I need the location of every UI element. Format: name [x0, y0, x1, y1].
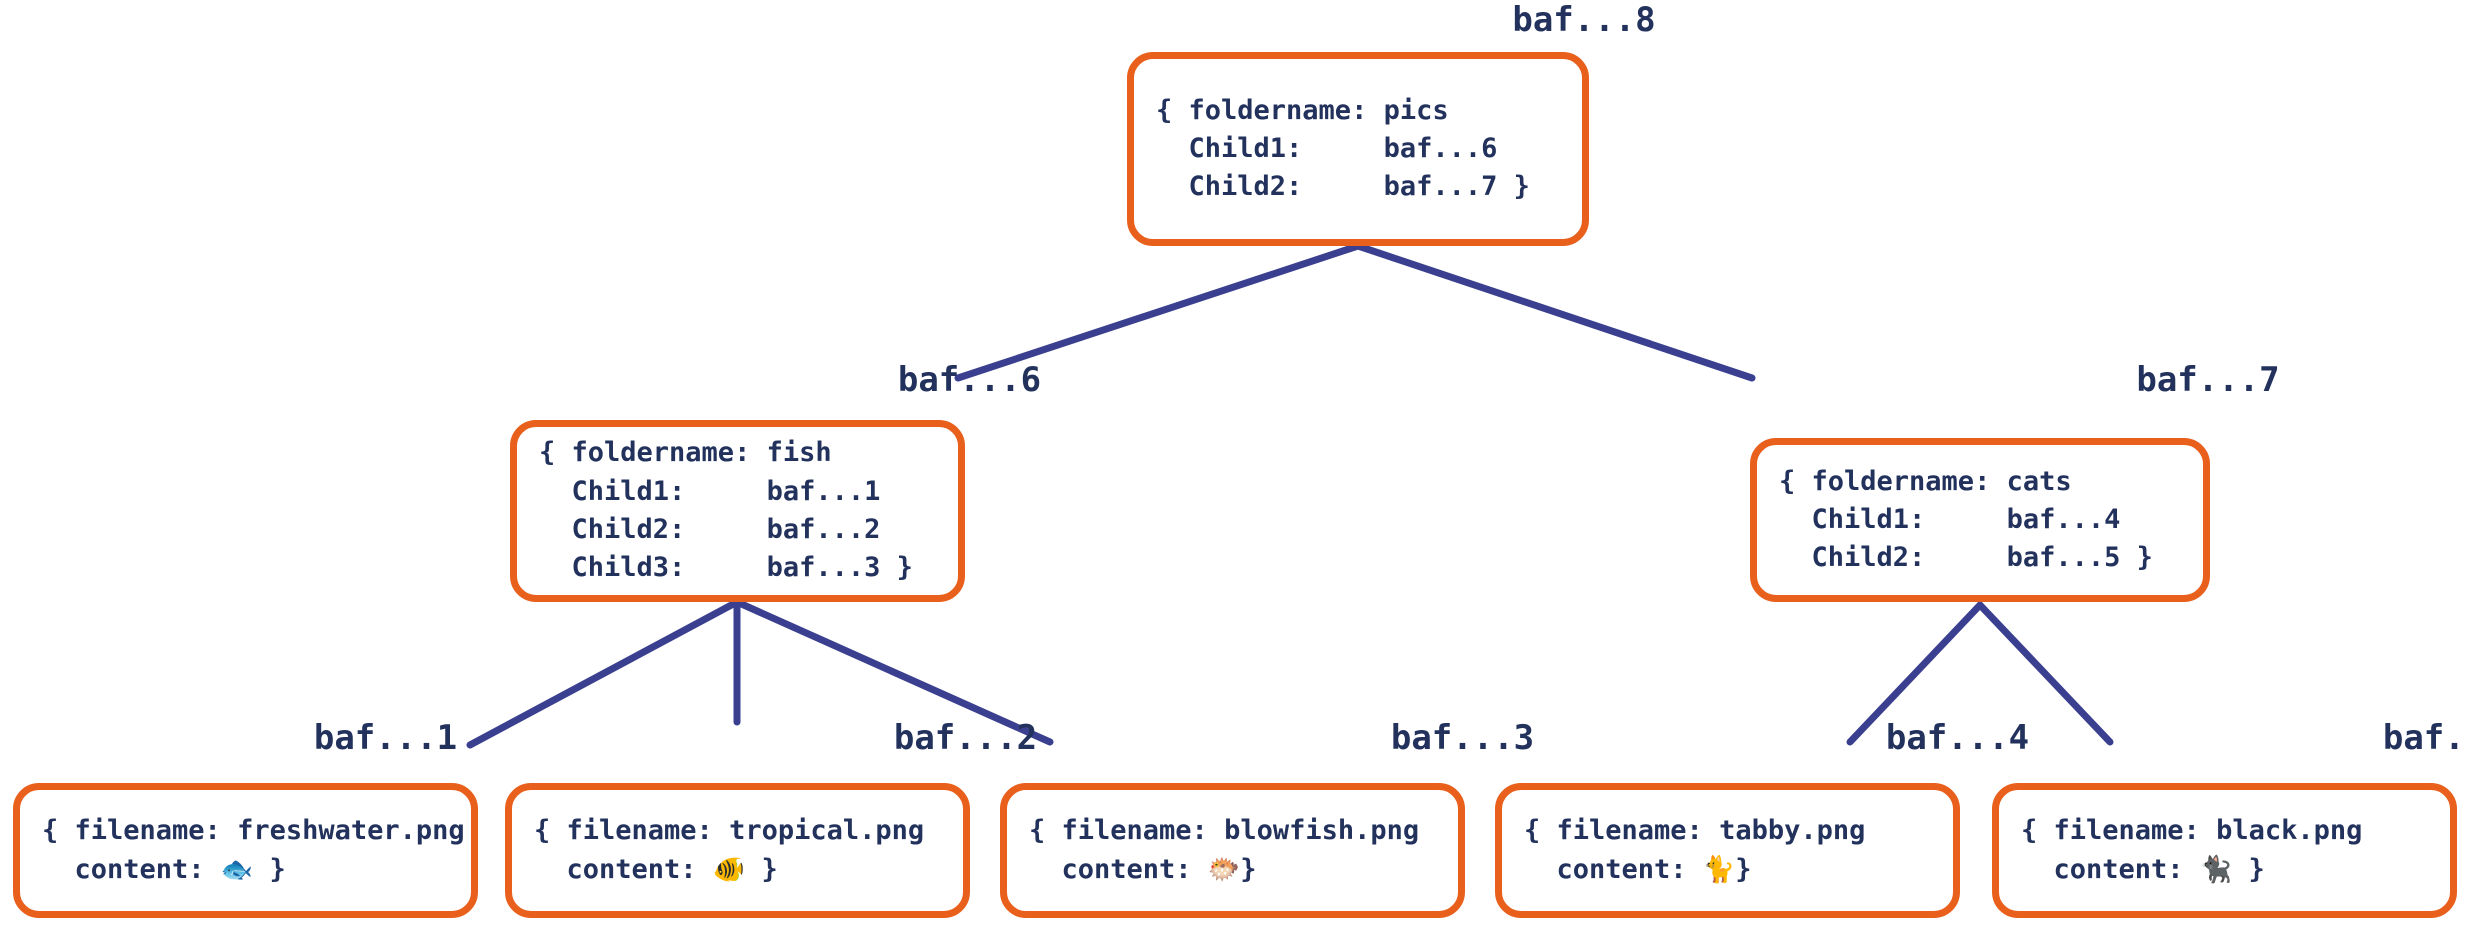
freshwater-filename-line: { filename: freshwater.png [42, 815, 465, 847]
node-file-black[interactable]: baf...5 { filename: black.png content: 🐈… [1992, 718, 2469, 928]
blowfish-filename-line: { filename: blowfish.png [1029, 815, 1420, 847]
blowfish-content-suffix: } [1240, 853, 1257, 885]
node-file-tabby[interactable]: baf...4 { filename: tabby.png content: 🐈… [1495, 718, 2029, 928]
node-file-blowfish[interactable]: baf...3 { filename: blowfish.png content… [1000, 718, 1534, 928]
blowfish-emoji: 🐡 [1207, 854, 1241, 885]
node-label-tropical: baf...2 [893, 718, 1038, 758]
node-label-fish: baf...6 [897, 360, 1042, 400]
node-label-tabby: baf...4 [1885, 718, 2030, 758]
blowfish-content-prefix: content: [1029, 853, 1208, 885]
node-label-cats: baf...7 [2136, 360, 2280, 400]
node-box-black[interactable]: { filename: black.png content: 🐈‍⬛ } [1992, 783, 2457, 918]
node-content-tropical: { filename: tropical.png content: 🐠 } [512, 812, 924, 889]
tropical-fish-emoji: 🐠 [712, 854, 746, 885]
node-content-blowfish: { filename: blowfish.png content: 🐡} [1007, 812, 1419, 889]
cats-line-1: { foldername: cats [1779, 465, 2072, 497]
node-folder-fish[interactable]: baf...6 { foldername: fish Child1: baf..… [510, 360, 1041, 606]
node-label-freshwater: baf...1 [313, 718, 458, 758]
root-line-1: { foldername: pics [1156, 94, 1449, 126]
node-content-fish: { foldername: fish Child1: baf...1 Child… [517, 434, 913, 587]
tabby-filename-line: { filename: tabby.png [1524, 815, 1866, 847]
cat-emoji: 🐈 [1702, 854, 1736, 885]
fish-emoji: 🐟 [220, 854, 254, 885]
node-label-black: baf...5 [2382, 718, 2469, 758]
black-filename-line: { filename: black.png [2021, 815, 2363, 847]
node-label-blowfish: baf...3 [1390, 718, 1535, 758]
root-line-2: Child1: baf...6 [1156, 132, 1498, 164]
tropical-content-prefix: content: [534, 853, 713, 885]
node-box-freshwater[interactable]: { filename: freshwater.png content: 🐟 } [13, 783, 478, 918]
tabby-content-suffix: } [1735, 853, 1752, 885]
fish-line-3: Child2: baf...2 [539, 514, 881, 545]
freshwater-content-suffix: } [253, 853, 286, 885]
node-file-tropical[interactable]: baf...2 { filename: tropical.png content… [505, 718, 1037, 928]
node-box-blowfish[interactable]: { filename: blowfish.png content: 🐡} [1000, 783, 1465, 918]
tropical-filename-line: { filename: tropical.png [534, 815, 925, 847]
black-content-suffix: } [2232, 853, 2265, 885]
tabby-content-prefix: content: [1524, 853, 1703, 885]
node-folder-cats[interactable]: baf...7 { foldername: cats Child1: baf..… [1750, 360, 2280, 606]
root-line-3: Child2: baf...7 } [1156, 171, 1530, 203]
edge-root-to-cats [1354, 242, 1756, 382]
node-box-cats[interactable]: { foldername: cats Child1: baf...4 Child… [1750, 438, 2210, 602]
node-box-tabby[interactable]: { filename: tabby.png content: 🐈} [1495, 783, 1960, 918]
edge-root-to-fish [954, 242, 1362, 382]
node-content-tabby: { filename: tabby.png content: 🐈} [1502, 812, 1865, 889]
cats-line-2: Child1: baf...4 [1779, 503, 2121, 535]
node-file-freshwater[interactable]: baf...1 { filename: freshwater.png conte… [13, 718, 478, 928]
node-content-black: { filename: black.png content: 🐈‍⬛ } [1999, 812, 2362, 889]
cats-line-3: Child2: baf...5 } [1779, 542, 2153, 574]
node-content-root: { foldername: pics Child1: baf...6 Child… [1134, 92, 1530, 207]
node-content-freshwater: { filename: freshwater.png content: 🐟 } [20, 812, 465, 889]
fish-line-1: { foldername: fish [539, 437, 832, 469]
node-box-fish[interactable]: { foldername: fish Child1: baf...1 Child… [510, 420, 965, 602]
fish-line-2: Child1: baf...1 [539, 475, 881, 507]
black-content-prefix: content: [2021, 853, 2200, 885]
tropical-content-suffix: } [745, 853, 778, 885]
node-content-cats: { foldername: cats Child1: baf...4 Child… [1757, 463, 2153, 578]
fish-line-4: Child3: baf...3 } [539, 552, 913, 584]
freshwater-content-prefix: content: [42, 853, 221, 885]
node-box-root[interactable]: { foldername: pics Child1: baf...6 Child… [1127, 52, 1589, 246]
node-label-root: baf...8 [1512, 0, 1656, 40]
node-box-tropical[interactable]: { filename: tropical.png content: 🐠 } [505, 783, 970, 918]
black-cat-emoji: 🐈‍⬛ [2199, 854, 2233, 885]
node-root-pics[interactable]: baf...8 { foldername: pics Child1: baf..… [1127, 0, 1656, 246]
